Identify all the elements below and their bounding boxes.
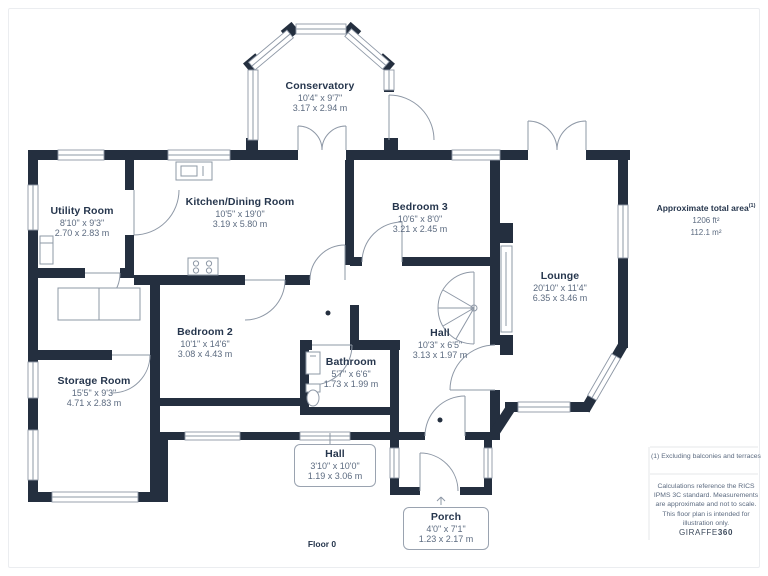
entrance-arrow-icon	[436, 496, 446, 505]
spiral-staircase-icon	[437, 271, 478, 345]
window	[27, 361, 39, 399]
window	[383, 69, 395, 91]
windows	[27, 23, 629, 503]
total-area-panel: Approximate total area(1) 1206 ft² 112.1…	[648, 203, 764, 237]
floor-caption: Floor 0	[307, 539, 337, 549]
window	[167, 149, 231, 161]
door-arc	[361, 221, 403, 263]
window	[617, 204, 629, 259]
window	[295, 23, 347, 35]
door-arc	[133, 189, 180, 236]
door-arc	[419, 452, 459, 492]
walls	[28, 21, 630, 502]
window	[344, 28, 390, 70]
door-arc	[244, 279, 286, 321]
closet-icon	[57, 287, 141, 321]
stove-icon	[187, 257, 219, 276]
double-door-arc	[297, 125, 347, 151]
window	[389, 447, 400, 479]
door-arc	[424, 395, 466, 437]
window	[27, 429, 39, 481]
page-border	[8, 8, 760, 568]
point-marker	[437, 417, 443, 423]
fixtures	[39, 161, 513, 505]
point-marker	[325, 310, 331, 316]
window	[587, 353, 621, 401]
window	[451, 149, 501, 161]
fireplace-icon	[500, 245, 513, 333]
door-arc	[388, 94, 435, 141]
giraffe360-logo: GIRAFFE360	[678, 528, 734, 537]
kitchen-sink-icon	[175, 161, 213, 181]
window	[27, 184, 39, 231]
bathroom-sink-icon	[305, 351, 321, 375]
window	[483, 447, 493, 479]
window	[57, 149, 105, 161]
window	[51, 491, 139, 503]
total-area-metric: 112.1 m²	[690, 228, 722, 237]
sidebar-dividers	[648, 446, 758, 540]
window	[184, 431, 241, 441]
french-door-arc	[527, 120, 587, 151]
disclaimer-text: Calculations reference the RICS IPMS 3C …	[653, 483, 759, 527]
window	[517, 401, 571, 413]
toilet-icon	[305, 383, 321, 407]
total-area-title: Approximate total area(1)	[656, 203, 756, 213]
appliance-icon	[39, 235, 54, 265]
door-arc	[111, 354, 151, 394]
door-arc	[449, 344, 496, 391]
total-area-imperial: 1206 ft²	[692, 216, 720, 225]
door-arc	[309, 244, 346, 281]
window	[247, 69, 259, 141]
window	[248, 29, 294, 71]
doors	[84, 94, 587, 492]
window	[299, 431, 351, 441]
area-footnote: (1) Excluding balconies and terraces	[651, 453, 761, 460]
